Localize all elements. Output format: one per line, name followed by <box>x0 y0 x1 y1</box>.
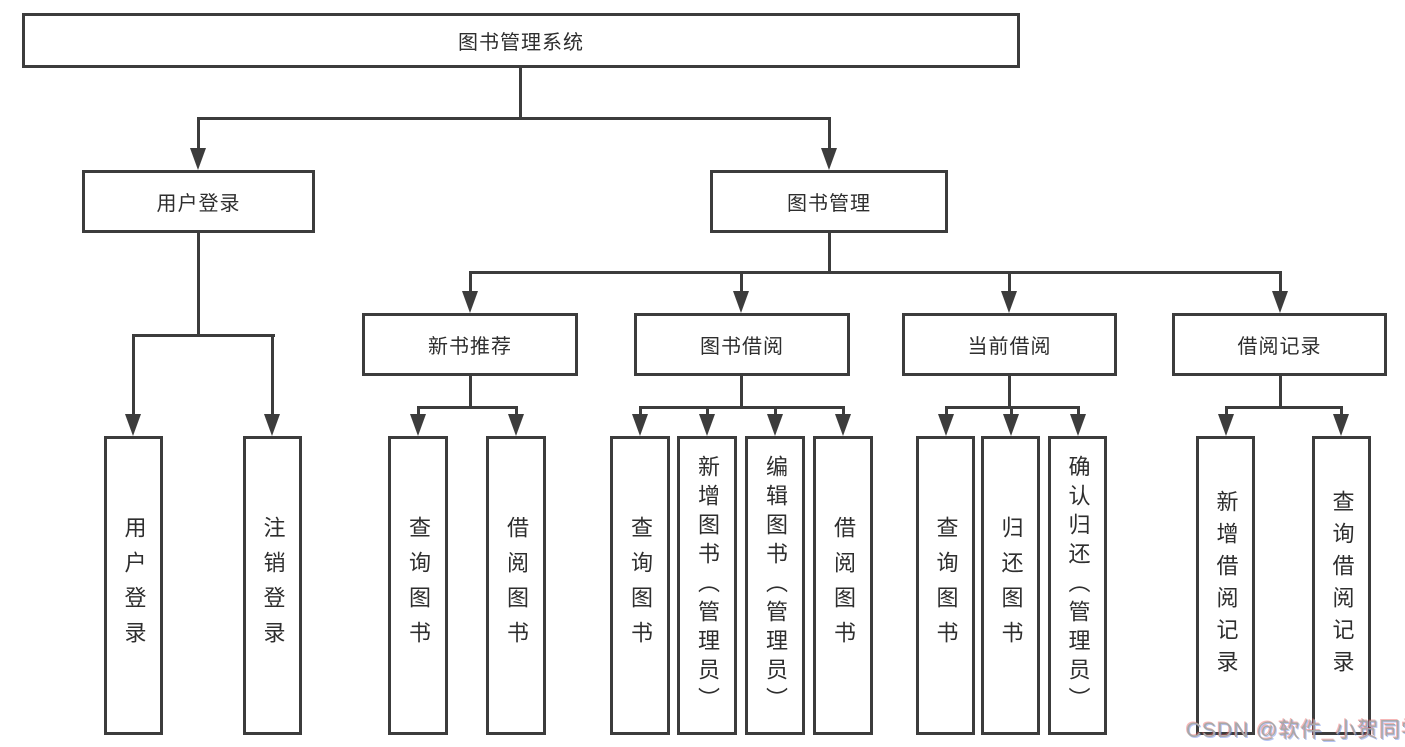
node-login-action: 用户登录 <box>104 436 163 735</box>
connector-line <box>842 406 845 416</box>
arrowhead-down-icon <box>125 414 141 436</box>
arrowhead-down-icon <box>462 291 478 313</box>
node-nbr-query-books: 查询图书 <box>388 436 448 735</box>
arrowhead-down-icon <box>699 414 715 436</box>
arrowhead-down-icon <box>632 414 648 436</box>
arrowhead-down-icon <box>821 148 837 170</box>
node-current-borrowing-label: 当前借阅 <box>967 336 1052 358</box>
arrowhead-down-icon <box>1333 414 1349 436</box>
arrowhead-down-icon <box>767 414 783 436</box>
node-cb-return-books: 归还图书 <box>981 436 1040 735</box>
connector-line <box>1279 376 1282 408</box>
connector-line <box>197 117 200 150</box>
node-logout-action: 注销登录 <box>243 436 302 735</box>
arrowhead-down-icon <box>190 148 206 170</box>
connector-line <box>828 117 831 150</box>
node-book-management: 图书管理 <box>710 170 948 233</box>
arrowhead-down-icon <box>1070 414 1086 436</box>
connector-line <box>774 406 777 416</box>
connector-line <box>945 406 948 416</box>
node-nbr-query-books-label: 查询图书 <box>406 515 431 656</box>
connector-line <box>740 376 743 408</box>
connector-line <box>519 68 522 117</box>
node-logout-action-label: 注销登录 <box>260 515 286 656</box>
connector-line <box>469 271 1282 274</box>
node-new-book-recommendation: 新书推荐 <box>362 313 578 376</box>
node-nbr-borrow-books-label: 借阅图书 <box>504 515 529 656</box>
node-cb-confirm-return: 确认归还（管理员） <box>1048 436 1107 735</box>
connector-line <box>417 406 420 416</box>
connector-line <box>1279 271 1282 293</box>
connector-line <box>639 406 845 409</box>
node-login-action-label: 用户登录 <box>121 515 147 656</box>
connector-line <box>469 376 472 408</box>
node-user-login: 用户登录 <box>82 170 315 233</box>
connector-line <box>1340 406 1343 416</box>
arrowhead-down-icon <box>1003 414 1019 436</box>
connector-line <box>417 406 518 409</box>
connector-line <box>197 233 200 336</box>
node-book-borrowing-label: 图书借阅 <box>700 336 784 358</box>
connector-line <box>132 334 135 415</box>
node-bb-borrow-books: 借阅图书 <box>813 436 873 735</box>
node-br-query-record: 查询借阅记录 <box>1312 436 1371 735</box>
node-br-query-record-label: 查询借阅记录 <box>1329 489 1355 682</box>
arrowhead-down-icon <box>264 414 280 436</box>
node-borrowing-records: 借阅记录 <box>1172 313 1387 376</box>
connector-line <box>1225 406 1343 409</box>
arrowhead-down-icon <box>410 414 426 436</box>
node-cb-confirm-return-label: 确认归还（管理员） <box>1065 455 1091 716</box>
node-cb-query-books: 查询图书 <box>916 436 975 735</box>
node-book-management-label: 图书管理 <box>787 193 871 215</box>
arrowhead-down-icon <box>1001 291 1017 313</box>
connector-line <box>639 406 642 416</box>
node-root: 图书管理系统 <box>22 13 1020 68</box>
connector-line <box>469 271 472 293</box>
connector-line <box>828 233 831 273</box>
connector-line <box>1010 406 1013 416</box>
connector-line <box>1008 271 1011 293</box>
node-user-login-label: 用户登录 <box>156 193 241 215</box>
connector-line <box>1225 406 1228 416</box>
arrowhead-down-icon <box>835 414 851 436</box>
node-book-borrowing: 图书借阅 <box>634 313 850 376</box>
node-nbr-borrow-books: 借阅图书 <box>486 436 546 735</box>
node-cb-return-books-label: 归还图书 <box>998 515 1024 656</box>
node-bb-add-books-label: 新增图书（管理员） <box>695 455 720 716</box>
node-bb-edit-books-label: 编辑图书（管理员） <box>763 455 788 716</box>
connector-line <box>132 334 275 337</box>
connector-line <box>740 271 743 293</box>
connector-line <box>515 406 518 416</box>
node-current-borrowing: 当前借阅 <box>902 313 1117 376</box>
arrowhead-down-icon <box>508 414 524 436</box>
node-bb-query-books: 查询图书 <box>610 436 670 735</box>
connector-line <box>197 117 831 120</box>
node-br-new-record-label: 新增借阅记录 <box>1213 489 1239 682</box>
node-bb-add-books: 新增图书（管理员） <box>677 436 737 735</box>
node-bb-edit-books: 编辑图书（管理员） <box>745 436 805 735</box>
node-bb-borrow-books-label: 借阅图书 <box>831 515 856 656</box>
node-br-new-record: 新增借阅记录 <box>1196 436 1255 735</box>
arrowhead-down-icon <box>1272 291 1288 313</box>
node-root-label: 图书管理系统 <box>458 32 584 54</box>
node-borrowing-records-label: 借阅记录 <box>1237 336 1322 358</box>
node-new-book-recommendation-label: 新书推荐 <box>428 336 512 358</box>
arrowhead-down-icon <box>1218 414 1234 436</box>
arrowhead-down-icon <box>938 414 954 436</box>
connector-line <box>271 334 274 415</box>
connector-line <box>1008 376 1011 408</box>
node-bb-query-books-label: 查询图书 <box>628 515 653 656</box>
connector-line <box>706 406 709 416</box>
arrowhead-down-icon <box>733 291 749 313</box>
csdn-watermark: CSDN @软件_小贺同学 <box>1186 719 1405 742</box>
connector-line <box>1077 406 1080 416</box>
node-cb-query-books-label: 查询图书 <box>933 515 959 656</box>
